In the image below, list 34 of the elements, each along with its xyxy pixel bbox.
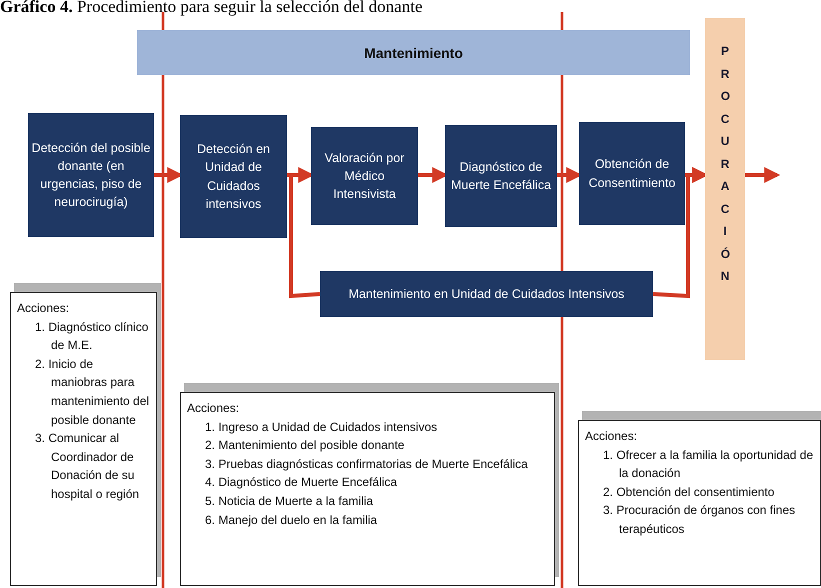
connector-line: [287, 173, 320, 298]
list-item: 2. Inicio de maniobras para mantenimiento del posible donante: [34, 356, 150, 429]
list-item: 3. Pruebas diagnósticas confirmatorias de Muerte Encefálica: [204, 456, 529, 473]
box-label: Diagnóstico de Muerte Encefálica: [450, 158, 552, 194]
list-item: 1. Ingreso a Unidad de Cuidados intensivos: [204, 418, 438, 436]
note-heading: Acciones:: [187, 400, 240, 417]
process-box: [180, 115, 287, 238]
box-label: Detección del posible donante (en urgencias, piso de neurocirugía): [31, 140, 151, 212]
box-label: Detección en Unidad de Cuidados intensivos: [196, 141, 271, 213]
process-box: [579, 122, 685, 225]
process-box: [311, 127, 418, 225]
list-item: 3. Comunicar al Coordinador de Donación de su hospital o región: [34, 430, 140, 503]
box-label: Mantenimiento: [364, 44, 463, 60]
box-label: Obtención de Consentimiento: [588, 156, 676, 192]
box-label: Valoración por Médico Intensivista: [324, 150, 406, 204]
arrow: [745, 167, 780, 183]
list-item: 1. Diagnóstico clínico de M.E.: [34, 318, 150, 354]
list-item: 6. Manejo del duelo en la familia: [204, 512, 378, 529]
process-box: [28, 113, 154, 237]
note-heading: Acciones:: [17, 300, 70, 317]
box-label: Mantenimiento en Unidad de Cuidados Intensivos: [348, 286, 624, 303]
list-item: 4. Diagnóstico de Muerte Encefálica: [204, 474, 398, 492]
list-item: 2. Mantenimiento del posible donante: [204, 437, 406, 454]
process-box: [320, 271, 653, 317]
process-box: [445, 125, 557, 227]
figure-title: Gráfico 4. Procedimiento para seguir la selección del donante: [0, 0, 422, 17]
list-item: 5. Noticia de Muerte a la familia: [204, 492, 374, 510]
vertical-label: PROCURACIÓN: [720, 43, 730, 285]
list-item: 2. Obtención del consentimiento: [602, 484, 776, 501]
note-heading: Acciones:: [585, 428, 638, 445]
list-item: 3. Procuración de órganos con fines terapéuticos: [602, 502, 796, 538]
phase-band: [137, 30, 690, 75]
list-item: 1. Ofrecer a la familia la oportunidad de la donación: [602, 446, 814, 482]
phase-column: [705, 18, 745, 360]
